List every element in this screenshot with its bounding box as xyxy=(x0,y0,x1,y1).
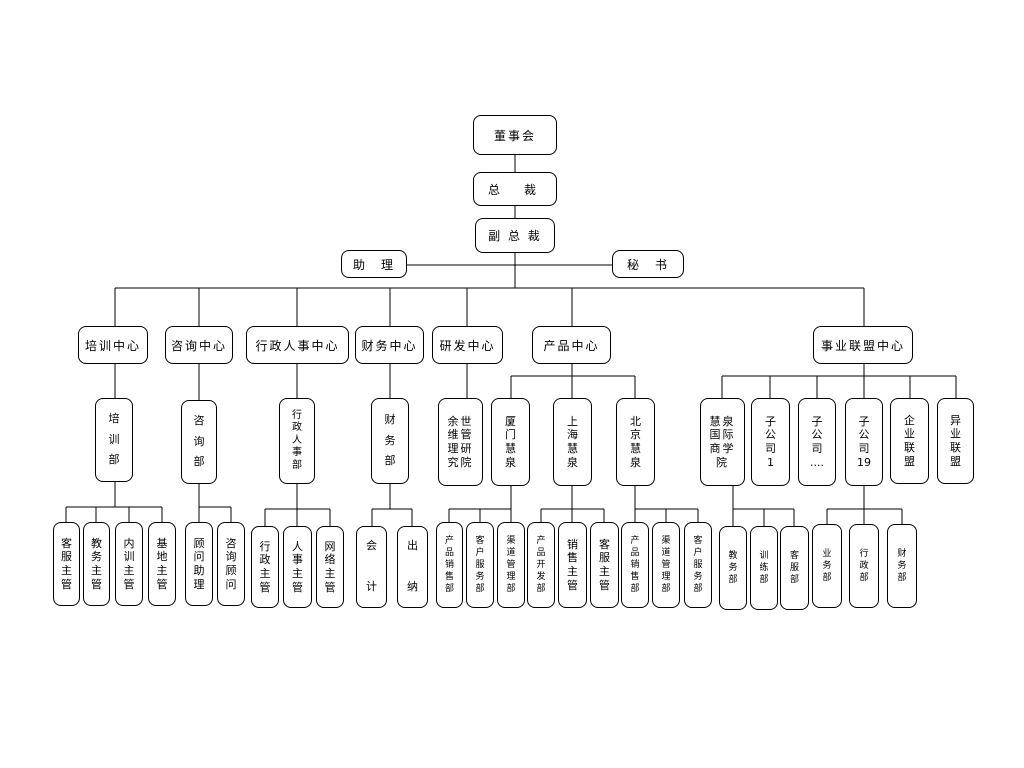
rnd-institute-node: 余世 维管 理研 究院 xyxy=(438,398,483,486)
alliance-center-node: 事业联盟中心 xyxy=(813,326,913,364)
leaf-beijing-customer-service: 客 户 服 务 部 xyxy=(684,522,712,608)
leaf-shanghai-customer-service-manager: 客 服 主 管 xyxy=(590,522,619,608)
leaf-beijing-channel-management: 渠 道 管 理 部 xyxy=(652,522,680,608)
leaf-academic-manager: 教 务 主 管 xyxy=(83,522,110,606)
leaf-customer-service-manager: 客 服 主 管 xyxy=(53,522,80,606)
leaf-base-manager: 基 地 主 管 xyxy=(148,522,176,606)
subsidiary-n-node: 子 公 司 .... xyxy=(798,398,836,486)
admin-hr-center-node: 行政人事中心 xyxy=(246,326,349,364)
leaf-internal-training-manager: 内 训 主 管 xyxy=(115,522,143,606)
leaf-consultant-assistant: 顾 问 助 理 xyxy=(185,522,213,606)
finance-center-node: 财务中心 xyxy=(355,326,424,364)
leaf-shanghai-sales-manager: 销 售 主 管 xyxy=(558,522,587,608)
training-dept-node: 培 训 部 xyxy=(95,398,133,482)
leaf-xiamen-product-sales: 产 品 销 售 部 xyxy=(436,522,463,608)
leaf-cashier: 出 纳 xyxy=(397,526,428,608)
leaf-college-customer-service-dept: 客 服 部 xyxy=(780,526,809,610)
secretary-node: 秘 书 xyxy=(612,250,684,278)
leaf-subsidiary-business-dept: 业 务 部 xyxy=(812,524,842,608)
leaf-college-academic-dept: 教 务 部 xyxy=(719,526,747,610)
consulting-center-node: 咨询中心 xyxy=(165,326,233,364)
assistant-node: 助 理 xyxy=(341,250,407,278)
training-center-node: 培训中心 xyxy=(78,326,148,364)
beijing-branch-node: 北 京 慧 泉 xyxy=(616,398,655,486)
finance-dept-node: 财 务 部 xyxy=(371,398,409,484)
leaf-network-manager: 网 络 主 管 xyxy=(316,526,344,608)
product-center-node: 产品中心 xyxy=(532,326,611,364)
admin-hr-dept-node: 行 政 人 事 部 xyxy=(279,398,315,484)
ceo-node: 总 裁 xyxy=(473,172,557,206)
subsidiary-1-node: 子 公 司 1 xyxy=(751,398,790,486)
board-node: 董事会 xyxy=(473,115,557,155)
leaf-xiamen-customer-service: 客 户 服 务 部 xyxy=(466,522,494,608)
cross-industry-alliance-node: 异 业 联 盟 xyxy=(937,398,974,484)
leaf-shanghai-product-development: 产 品 开 发 部 xyxy=(527,522,555,608)
subsidiary-19-node: 子 公 司 19 xyxy=(845,398,883,486)
leaf-subsidiary-finance-dept: 财 务 部 xyxy=(887,524,917,608)
shanghai-branch-node: 上 海 慧 泉 xyxy=(553,398,592,486)
vp-node: 副 总 裁 xyxy=(475,218,555,253)
leaf-consultant: 咨 询 顾 问 xyxy=(217,522,245,606)
business-college-node: 慧泉 国际 商学 院 xyxy=(700,398,745,486)
leaf-hr-manager: 人 事 主 管 xyxy=(283,526,312,608)
leaf-subsidiary-admin-dept: 行 政 部 xyxy=(849,524,879,608)
leaf-admin-manager: 行 政 主 管 xyxy=(251,526,279,608)
leaf-xiamen-channel-management: 渠 道 管 理 部 xyxy=(497,522,525,608)
rnd-center-node: 研发中心 xyxy=(432,326,503,364)
leaf-accountant: 会 计 xyxy=(356,526,387,608)
leaf-college-training-dept: 训 练 部 xyxy=(750,526,778,610)
consulting-dept-node: 咨 询 部 xyxy=(181,400,217,484)
leaf-beijing-product-sales: 产 品 销 售 部 xyxy=(621,522,649,608)
xiamen-branch-node: 厦 门 慧 泉 xyxy=(491,398,530,486)
enterprise-alliance-node: 企 业 联 盟 xyxy=(890,398,929,484)
